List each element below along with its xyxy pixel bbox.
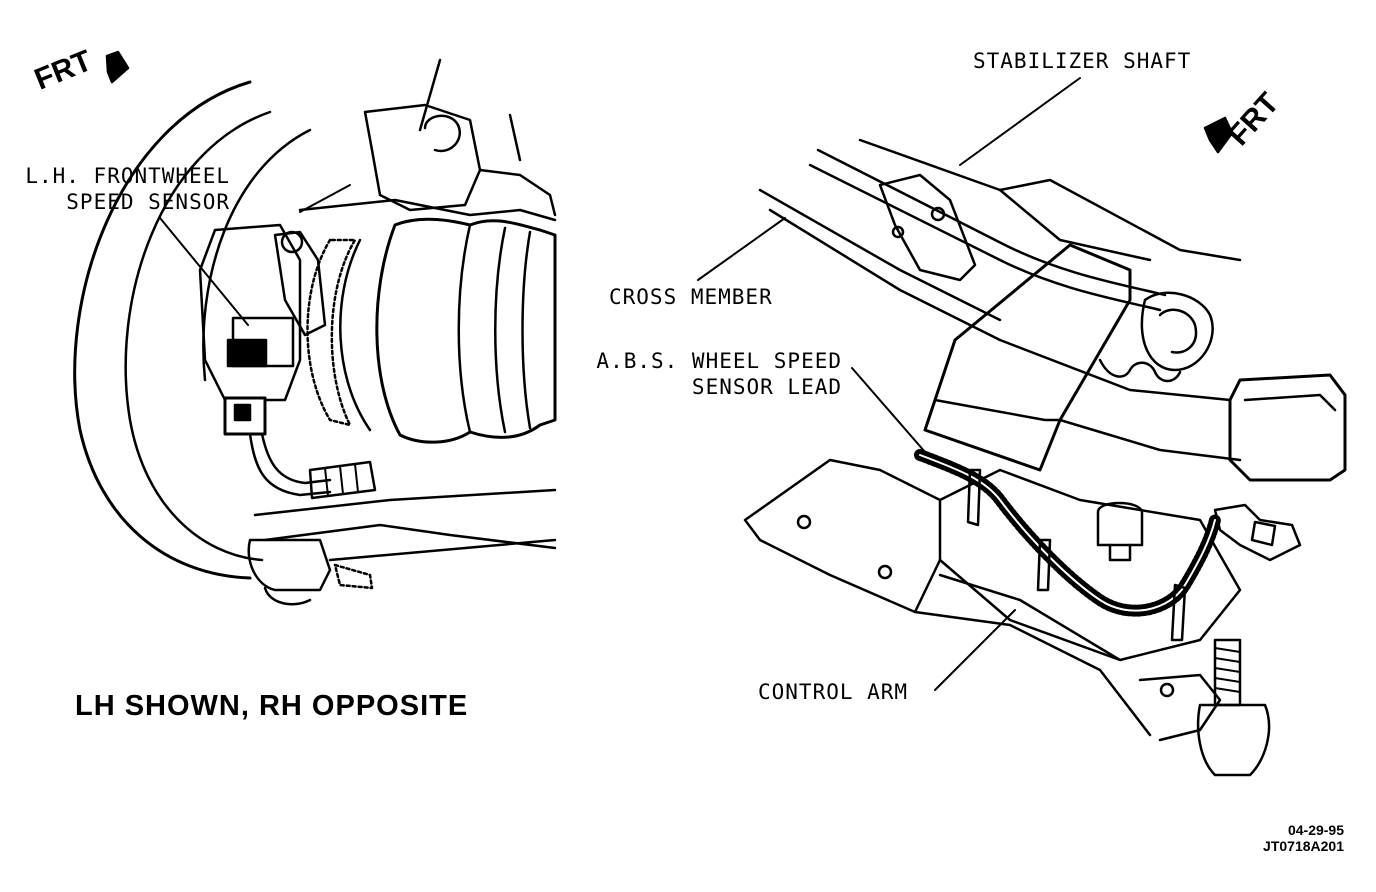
abs-lead-label-line2: SENSOR LEAD — [691, 375, 842, 399]
leader-abs-lead — [851, 367, 926, 453]
sensor-bracket — [273, 230, 327, 337]
bushing-block — [923, 243, 1132, 472]
abs-lead-label: A.B.S. WHEEL SPEED SENSOR LEAD — [578, 348, 842, 400]
bushing-block-face — [923, 398, 1062, 432]
rear-bushing-inner — [1158, 308, 1198, 354]
stabilizer-shaft-bar-2 — [816, 148, 1167, 297]
sensor-wire-b — [260, 432, 332, 485]
control-arm-hole-3 — [1159, 682, 1175, 698]
sensor-bolt — [280, 230, 304, 254]
control-arm-lower-edge-2 — [938, 573, 1122, 662]
cross-member-bracket — [878, 173, 977, 282]
stabilizer-shaft-bar — [808, 163, 1162, 312]
stabilizer-shaft-label: STABILIZER SHAFT — [973, 49, 1192, 73]
sensor-connector-latch — [233, 403, 252, 422]
leader-control-arm — [934, 609, 1016, 691]
frame-rail-lower — [998, 338, 1232, 402]
control-arm-plate-hole-2 — [877, 564, 893, 580]
figure-code: JT0718A201 — [1263, 838, 1344, 854]
lower-control-arm — [253, 488, 557, 517]
knuckle-stud — [423, 114, 461, 153]
tie-rod-bolt — [333, 563, 374, 590]
figure-date: 04-29-95 — [1287, 822, 1344, 838]
cross-member-hole-1 — [930, 206, 946, 222]
right-suspension-assembly — [697, 77, 1347, 777]
abs-lead-harness — [914, 449, 1221, 617]
control-arm-lower-edge — [913, 610, 1152, 737]
shock-mount — [1096, 501, 1144, 547]
sensor-wire-a — [248, 432, 332, 497]
cross-member-label: CROSS MEMBER — [609, 285, 773, 309]
abs-lead-harness-outline — [919, 454, 1216, 612]
leader-lh-sensor — [159, 217, 249, 326]
control-arm-plate-hole-1 — [796, 514, 812, 530]
hub-body — [198, 223, 302, 402]
abs-lead-label-line1: A.B.S. WHEEL SPEED — [596, 349, 842, 373]
ball-joint-body — [1196, 703, 1271, 777]
tie-rod-end — [247, 538, 332, 592]
frt-arrow-right-icon — [1203, 116, 1234, 154]
figure-reference: 04-29-95 JT0718A201 — [1230, 822, 1344, 854]
control-arm-flange — [1138, 673, 1222, 742]
leader-cross-member — [697, 217, 786, 281]
lh-sensor-label-line1: L.H. FRONTWHEEL — [25, 164, 230, 188]
shock-mount-stud — [1108, 543, 1132, 562]
rear-bushing — [1140, 291, 1214, 372]
knuckle-right — [478, 168, 557, 217]
frame-end-box — [1228, 373, 1347, 482]
cv-boot-fold-3 — [521, 230, 532, 430]
frame-end-face — [1243, 393, 1337, 412]
ball-joint-cap — [263, 586, 312, 606]
abs-lead-clip-1 — [966, 468, 982, 527]
abs-lead-connector-latch — [1250, 520, 1277, 547]
control-arm-label: CONTROL ARM — [758, 680, 909, 704]
cross-member-top — [758, 188, 1002, 322]
sensor-lead-sheath — [308, 460, 377, 500]
frt-arrow-left-icon — [105, 50, 130, 84]
leader-stabilizer-shaft — [959, 77, 1081, 166]
abs-lead-clip-3 — [1170, 583, 1187, 642]
tie-rod-shaft — [328, 538, 557, 562]
abs-lead-connector — [1213, 503, 1302, 562]
leader-lh-knuckle — [299, 184, 351, 213]
upper-arm-rod — [418, 58, 442, 132]
ball-joint-threads — [1214, 647, 1241, 693]
cv-boot-fold-1 — [457, 223, 472, 434]
frame-upper — [858, 138, 1242, 262]
cv-boot-front — [339, 238, 372, 432]
left-wheel-assembly — [73, 50, 557, 606]
rotor-inner-edge — [124, 110, 272, 562]
control-arm-body — [938, 468, 1242, 662]
cross-member-hole-2 — [891, 225, 905, 239]
knuckle-lower — [298, 198, 557, 222]
frame-rail-lower-2 — [1058, 418, 1242, 462]
cv-boot-fold-2 — [494, 226, 507, 434]
lh-sensor-label-line2: SPEED SENSOR — [66, 190, 230, 214]
sensor-lead-bands — [324, 463, 359, 497]
rotor-outer-edge — [73, 80, 252, 580]
coil-spring — [1098, 358, 1182, 383]
tone-ring — [306, 238, 357, 427]
abs-lead-clip-2 — [1036, 538, 1052, 592]
frame-upper-2 — [998, 188, 1152, 262]
sensor-tip — [226, 338, 268, 368]
knuckle-slot — [508, 113, 522, 162]
diagram-caption: LH SHOWN, RH OPPOSITE — [75, 690, 469, 722]
lower-arm-bottom — [263, 523, 557, 550]
control-arm-plate-left — [743, 458, 942, 614]
steering-knuckle — [363, 103, 482, 212]
lh-sensor-label: L.H. FRONTWHEEL SPEED SENSOR — [8, 163, 230, 215]
cross-member-bottom — [768, 208, 1002, 342]
